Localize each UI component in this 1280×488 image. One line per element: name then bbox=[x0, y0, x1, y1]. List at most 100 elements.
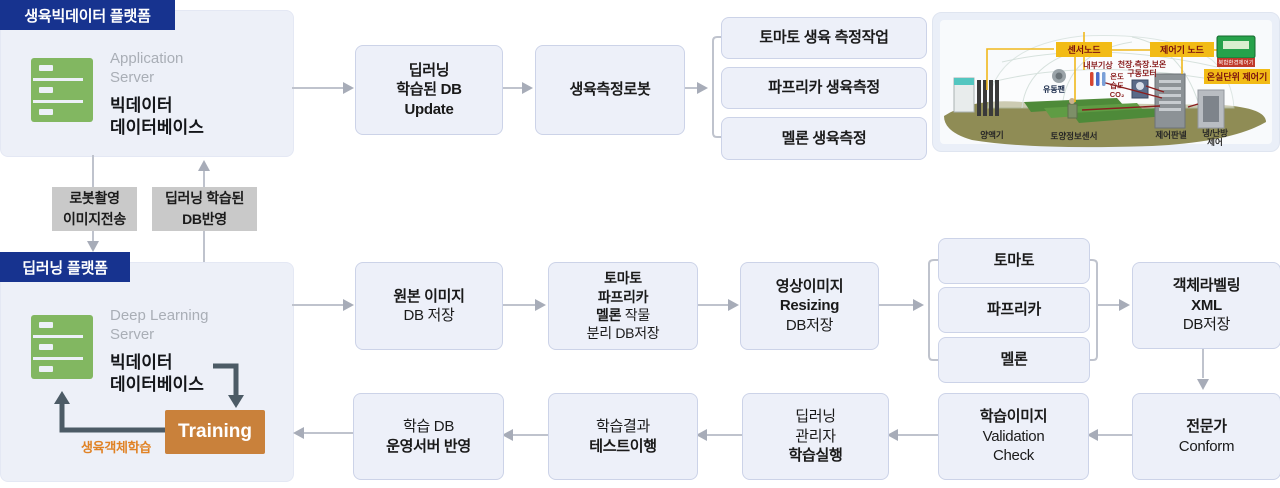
label-line: 이미지전송 bbox=[63, 211, 126, 227]
node-image-resizing: 영상이미지 Resizing DB저장 bbox=[740, 262, 879, 350]
server-title: 빅데이터 bbox=[110, 95, 173, 115]
node-expert-conform: 전문가 Conform bbox=[1132, 393, 1280, 480]
node-original-image: 원본 이미지 DB 저장 bbox=[355, 262, 503, 350]
node-line: 운영서버 반영 bbox=[386, 437, 471, 455]
node-line: 객체라벨링 bbox=[1172, 277, 1241, 295]
deep-learning-platform-badge: 딥러닝 플랫폼 bbox=[0, 252, 130, 282]
node-line: 학습결과 bbox=[595, 418, 650, 435]
sensor-node-label: 센서노드 bbox=[1067, 44, 1101, 55]
node-line: Update bbox=[404, 100, 454, 118]
server-title: 데이터베이스 bbox=[110, 117, 204, 137]
node-line: 토마토 생육 측정작업 bbox=[759, 29, 889, 47]
node-line: Resizing bbox=[779, 297, 840, 315]
node-deploy-db: 학습 DB 운영서버 반영 bbox=[353, 393, 504, 480]
soil-sensor-label: 토양정보센서 bbox=[1051, 131, 1098, 141]
node-line: 파프리카 생육측정 bbox=[768, 79, 880, 97]
label-line: 로봇촬영 bbox=[69, 190, 120, 206]
node-db-update: 딥러닝 학습된 DB Update bbox=[355, 45, 503, 135]
node-line: 딥러닝 bbox=[408, 61, 450, 79]
node-line: Conform bbox=[1178, 437, 1235, 455]
training-caption: 생육객체학습 bbox=[81, 440, 151, 455]
co2-label: CO₂ bbox=[1110, 90, 1125, 99]
deep-learning-server-icon bbox=[30, 314, 94, 385]
node-line: 학습실행 bbox=[788, 447, 843, 465]
server-type-label: Server bbox=[110, 68, 155, 86]
node-crop-paprika: 파프리카 bbox=[938, 287, 1090, 333]
node-line: XML bbox=[1191, 296, 1222, 314]
node-line: 학습이미지 bbox=[979, 408, 1048, 426]
node-line: DB저장 bbox=[785, 316, 834, 334]
motor-label: 천장.측장.보온 bbox=[1118, 59, 1167, 69]
motor-icon bbox=[1131, 79, 1149, 99]
node-line: DB저장 bbox=[1182, 316, 1231, 334]
application-server-icon bbox=[30, 57, 94, 128]
node-line: 토마토 bbox=[993, 252, 1035, 270]
label-line: DB반영 bbox=[182, 211, 227, 227]
node-validation-check: 학습이미지 Validation Check bbox=[938, 393, 1089, 480]
control-panel-icon bbox=[1154, 73, 1186, 129]
indoor-weather-label: 내부기상 bbox=[1083, 60, 1113, 70]
hvac-label: 제어 bbox=[1207, 137, 1223, 147]
bigdata-platform-badge: 생육빅데이터 플랫폼 bbox=[0, 0, 175, 30]
controller-node-chip bbox=[1150, 42, 1214, 57]
unit-controller-label: 온실단위 제어기 bbox=[1207, 71, 1267, 82]
node-line: 영상이미지 bbox=[775, 277, 844, 295]
controller-device-icon: 복합환경제어기 bbox=[1216, 35, 1256, 67]
motor-label: 구동모터 bbox=[1127, 68, 1156, 78]
node-task-paprika: 파프리카 생육측정 bbox=[721, 67, 927, 109]
panel-label: 제어판넬 bbox=[1155, 130, 1186, 140]
node-line: DB 저장 bbox=[403, 307, 455, 324]
node-line: 학습 DB bbox=[402, 418, 455, 435]
server-title: 데이터베이스 bbox=[110, 374, 204, 394]
node-object-labeling: 객체라벨링 XML DB저장 bbox=[1132, 262, 1280, 349]
node-line: 전문가 bbox=[1186, 418, 1227, 435]
thermometer-icons bbox=[1090, 72, 1106, 86]
unit-controller-chip bbox=[1204, 69, 1270, 84]
application-server-text: Application Server 빅데이터 데이터베이스 bbox=[110, 50, 204, 139]
node-line-rest: 작물 bbox=[621, 307, 650, 323]
node-line-bold: 멜론 bbox=[596, 307, 622, 323]
node-test-run: 학습결과 테스트이행 bbox=[548, 393, 698, 480]
node-line: 원본 이미지 bbox=[393, 287, 465, 305]
node-crop-split: 토마토 파프리카 멜론 작물 분리 DB저장 bbox=[548, 262, 698, 350]
hvac-photo-icon bbox=[1197, 89, 1225, 129]
greenhouse-illustration: 복합환경제어기 센서노드 제어기 노드 온실단위 제어기 내부기상 천장.측장.… bbox=[932, 12, 1280, 152]
fan-icon bbox=[1052, 69, 1066, 83]
label-line: 딥러닝 학습된 bbox=[164, 190, 245, 206]
training-box: Training bbox=[165, 410, 265, 454]
node-line: 관리자 bbox=[795, 427, 836, 445]
node-line: 멜론 작물 bbox=[596, 306, 650, 324]
controller-node-label: 제어기 노드 bbox=[1160, 44, 1205, 55]
node-line: 멜론 생육측정 bbox=[781, 129, 867, 147]
server-type-label: Server bbox=[110, 325, 155, 343]
node-line: 멜론 bbox=[1000, 351, 1028, 369]
label-robot-image-send: 로봇촬영 이미지전송 bbox=[52, 187, 137, 231]
node-training-exec: 딥러닝 관리자 학습실행 bbox=[742, 393, 889, 480]
device-label: 복합환경제어기 bbox=[1218, 59, 1253, 67]
node-line: 생육측정로봇 bbox=[569, 81, 651, 99]
sensor-node-chip bbox=[1056, 42, 1112, 57]
node-line: 토마토 bbox=[604, 270, 642, 287]
node-line: Check bbox=[992, 447, 1035, 465]
node-line: 테스트이행 bbox=[589, 437, 657, 455]
server-title: 빅데이터 bbox=[110, 352, 173, 372]
label-trained-db-reflect: 딥러닝 학습된 DB반영 bbox=[152, 187, 257, 231]
node-line: 학습된 DB bbox=[396, 81, 462, 99]
hvac-label: 냉/난방 bbox=[1202, 128, 1228, 138]
server-type-label: Application bbox=[110, 50, 184, 67]
node-crop-melon: 멜론 bbox=[938, 337, 1090, 383]
nutrient-label: 양액기 bbox=[980, 130, 1003, 140]
node-line: 파프리카 bbox=[597, 288, 649, 305]
node-line: 분리 DB저장 bbox=[586, 325, 660, 342]
soil-sensor-icon bbox=[1067, 98, 1078, 119]
node-measure-robot: 생육측정로봇 bbox=[535, 45, 685, 135]
node-task-melon: 멜론 생육측정 bbox=[721, 117, 927, 160]
node-task-tomato: 토마토 생육 측정작업 bbox=[721, 17, 927, 59]
deep-learning-server-text: Deep Learning Server 빅데이터 데이터베이스 bbox=[110, 307, 208, 396]
nutrient-machine-icon bbox=[953, 77, 999, 116]
node-crop-tomato: 토마토 bbox=[938, 238, 1090, 284]
node-line: Validation bbox=[982, 427, 1045, 445]
server-type-label: Deep Learning bbox=[110, 307, 209, 324]
